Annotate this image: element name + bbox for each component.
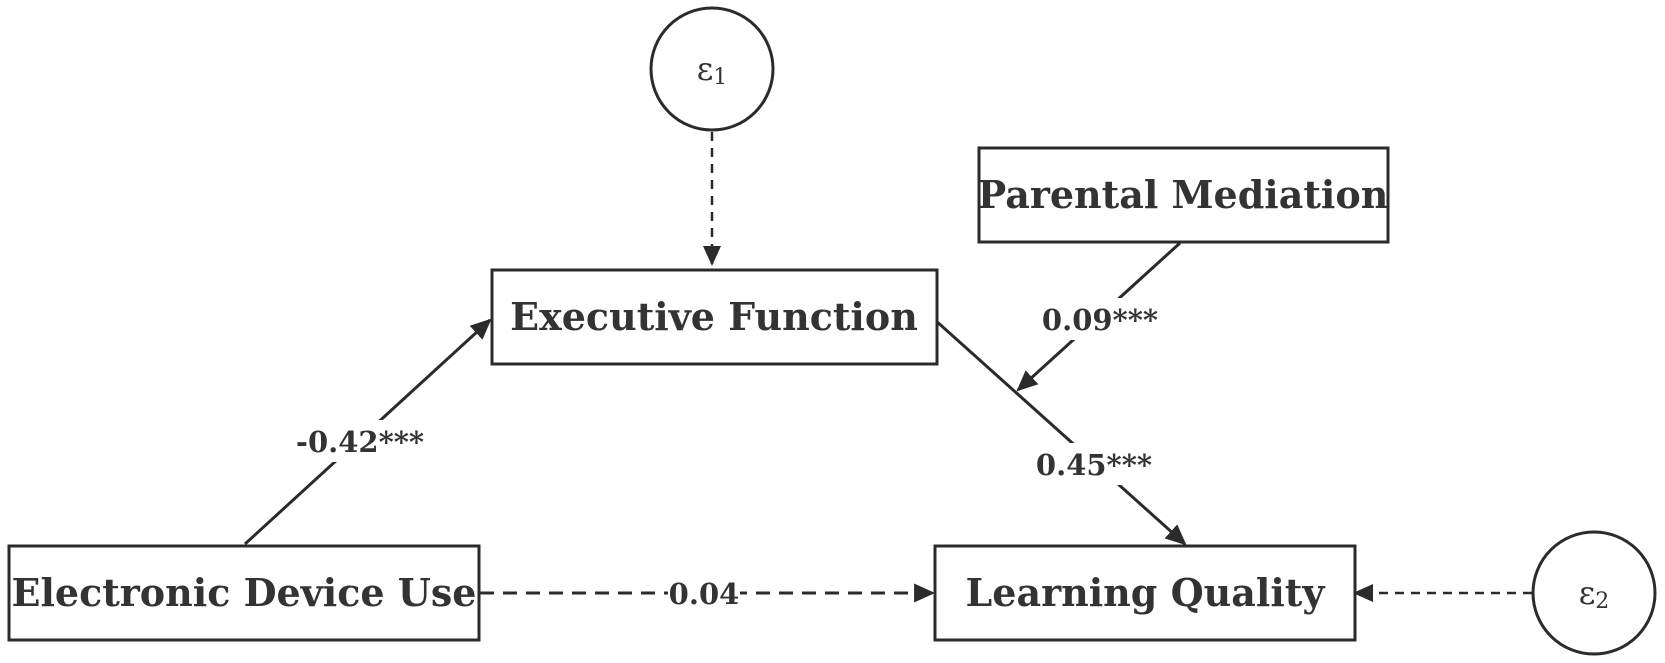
node-learning-quality-label: Learning Quality [966,570,1326,615]
node-parental-mediation [977,146,1390,244]
node-executive-function [490,268,939,366]
coef-bg-moderation [1038,298,1162,340]
coef-executive-to-learning: 0.45*** [1036,448,1152,482]
coef-bg-device-to-learning [668,572,740,614]
node-executive-function-label: Executive Function [510,294,918,339]
node-electronic-device-use-label: Electronic Device Use [12,570,477,615]
error-e1-label: ε1 [697,50,728,90]
node-electronic-device-use [7,544,481,642]
path-executive-to-learning [933,318,1187,546]
node-learning-quality [933,544,1357,642]
error-term-e2 [1531,530,1657,656]
error-term-e1 [649,6,775,132]
coef-device-to-learning: 0.04 [669,577,740,611]
coef-bg-executive-to-learning [1032,443,1156,485]
coef-bg-device-to-executive [292,420,428,462]
coef-device-to-executive: -0.42*** [296,425,424,459]
coef-moderation: 0.09*** [1042,303,1158,337]
node-parental-mediation-label: Parental Mediation [978,172,1389,217]
error-e2-label: ε2 [1579,574,1610,614]
